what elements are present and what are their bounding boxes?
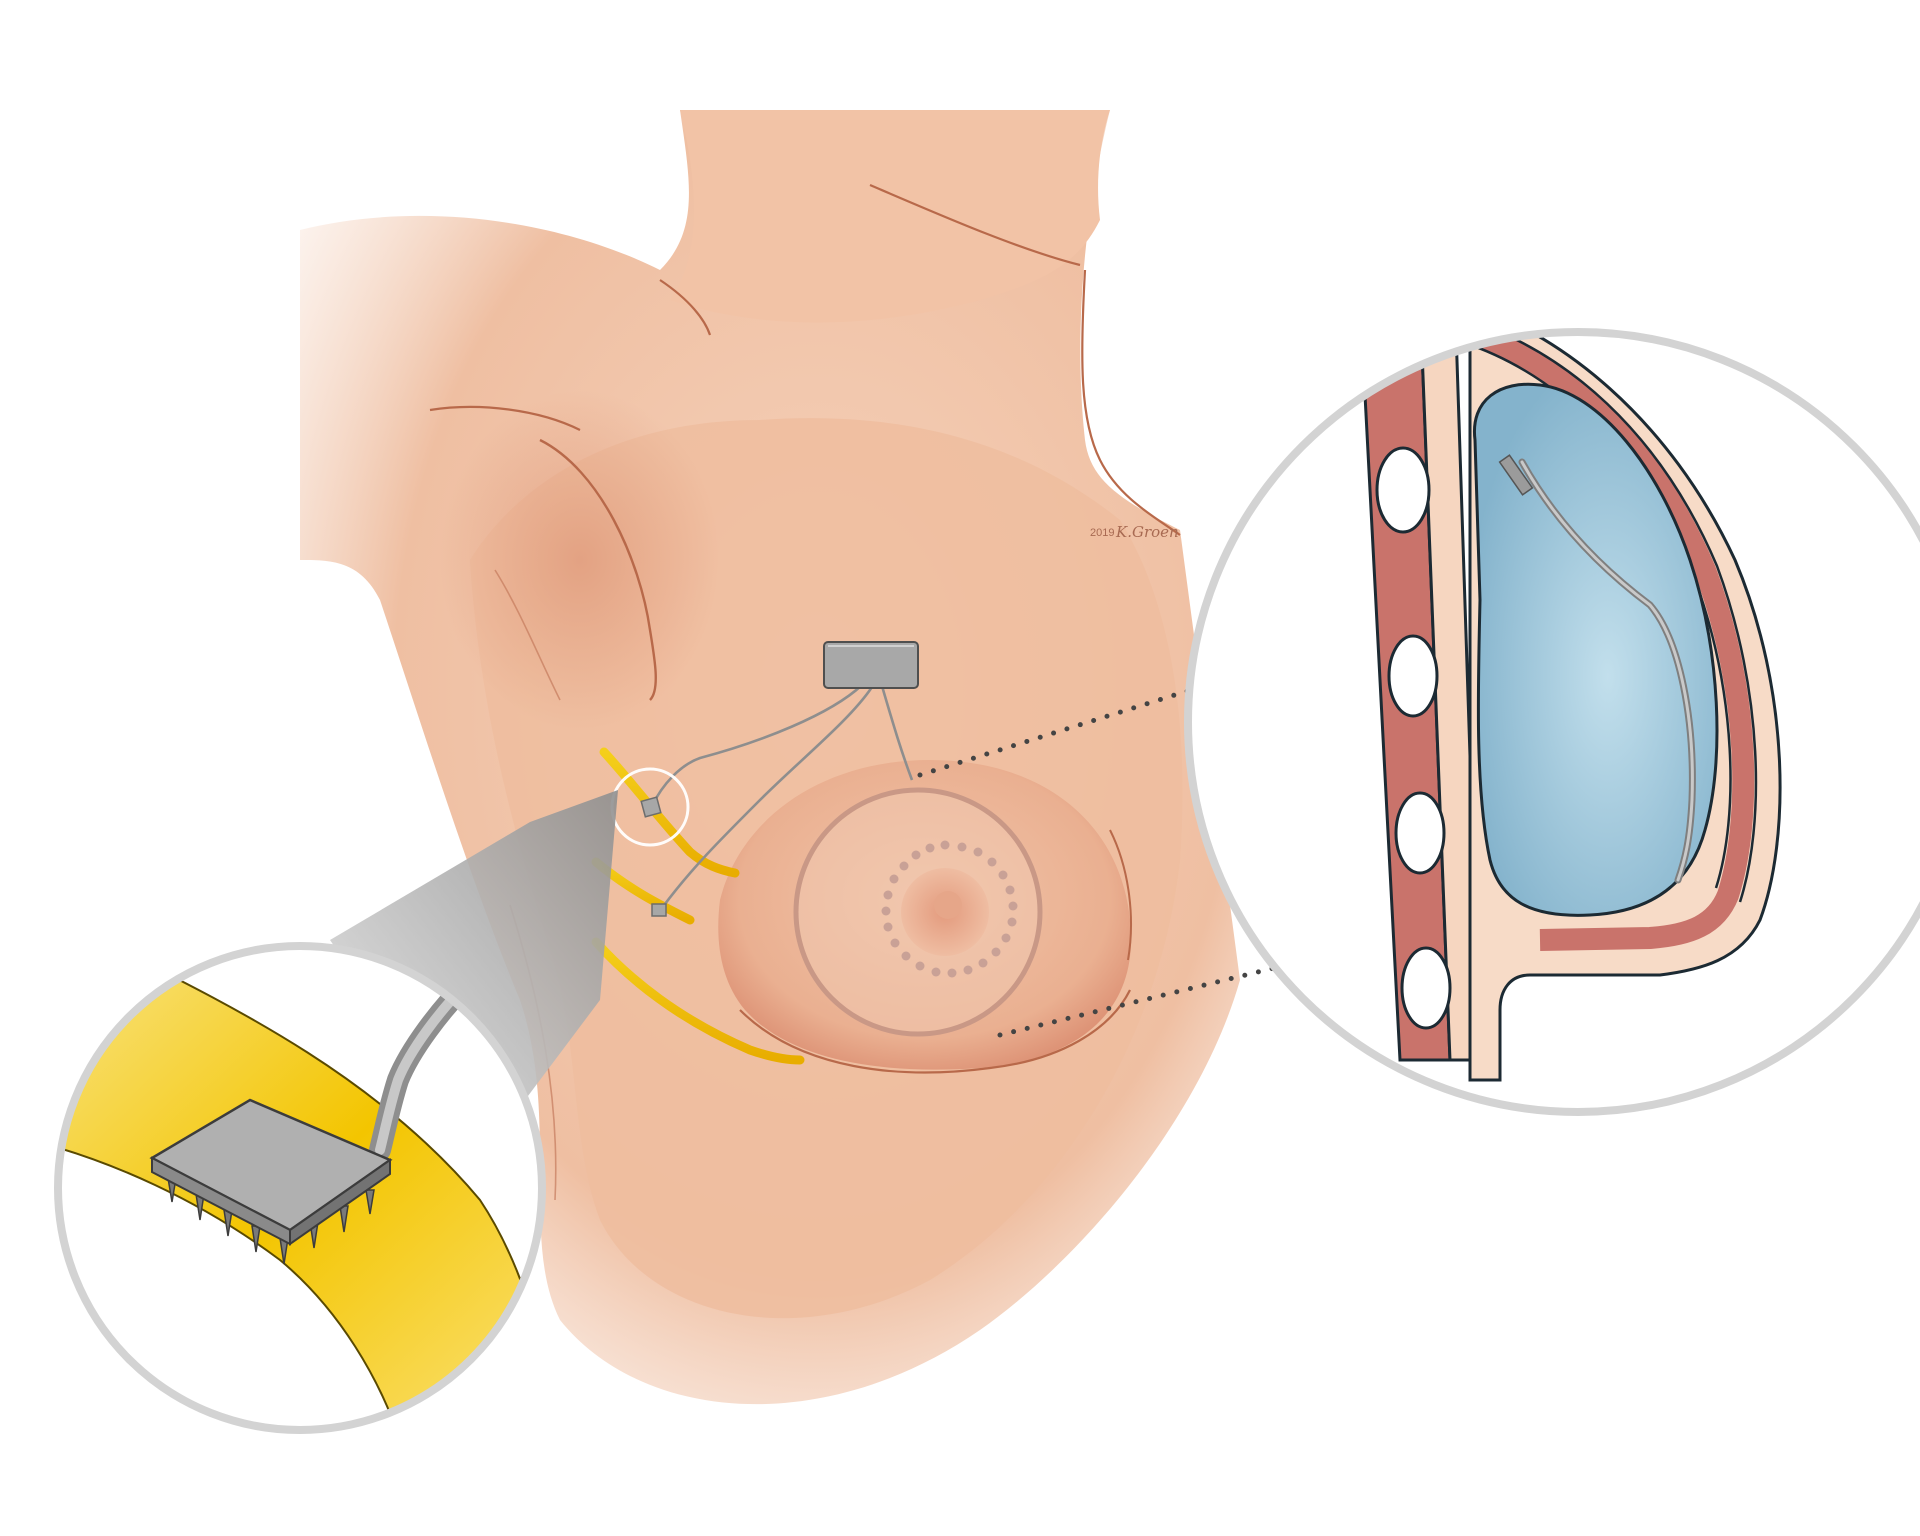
cross-section-border [1184,328,1920,1116]
lead-wire-to-nerve-1 [650,684,863,807]
breast-fold [739,989,1131,1074]
breast-muscle-layer [1458,332,1755,951]
neck-skin [670,110,1110,323]
electrode-detail-magnifier [54,790,618,1434]
axilla-fold [494,569,561,701]
lead-wire-to-breast [880,685,914,781]
neck-side-contour [1081,269,1181,536]
nipple [934,891,962,919]
artist-signature: 2019 K.Groen [1090,523,1179,541]
signature-name: K.Groen [1115,523,1179,541]
cross-section-magnifier [917,328,1920,1116]
armpit-shadow [440,390,720,730]
shoulder-contour [659,279,712,336]
lead-wire-to-nerve-2 [660,686,874,909]
intercostal-nerve-1 [599,747,740,878]
implant-sensor-tip [1498,454,1534,496]
implant [1472,382,1719,917]
armpit-crease [539,438,657,701]
areola-electrode-dots [881,840,1018,978]
electrode-detail-border [54,942,546,1434]
breast-muscle-outline-outer [1461,332,1758,903]
implant-system [591,641,1043,1065]
intercostal-nerve-3 [591,937,805,1065]
breast-side-contour [1109,829,1132,961]
device-box-icon [823,641,919,689]
clavicle-contour [429,405,581,431]
magnified-lead-wire-edge [375,975,475,1155]
magnifier-wedge [330,790,618,1160]
electrode-chip-icon [149,1098,393,1265]
signature-year: 2019 [1090,527,1114,539]
implant-sensor-lead-core [1520,460,1694,882]
electrode-contact-2 [651,903,667,917]
neck-contour [869,183,1081,267]
electrode-contact-1 [640,796,662,818]
